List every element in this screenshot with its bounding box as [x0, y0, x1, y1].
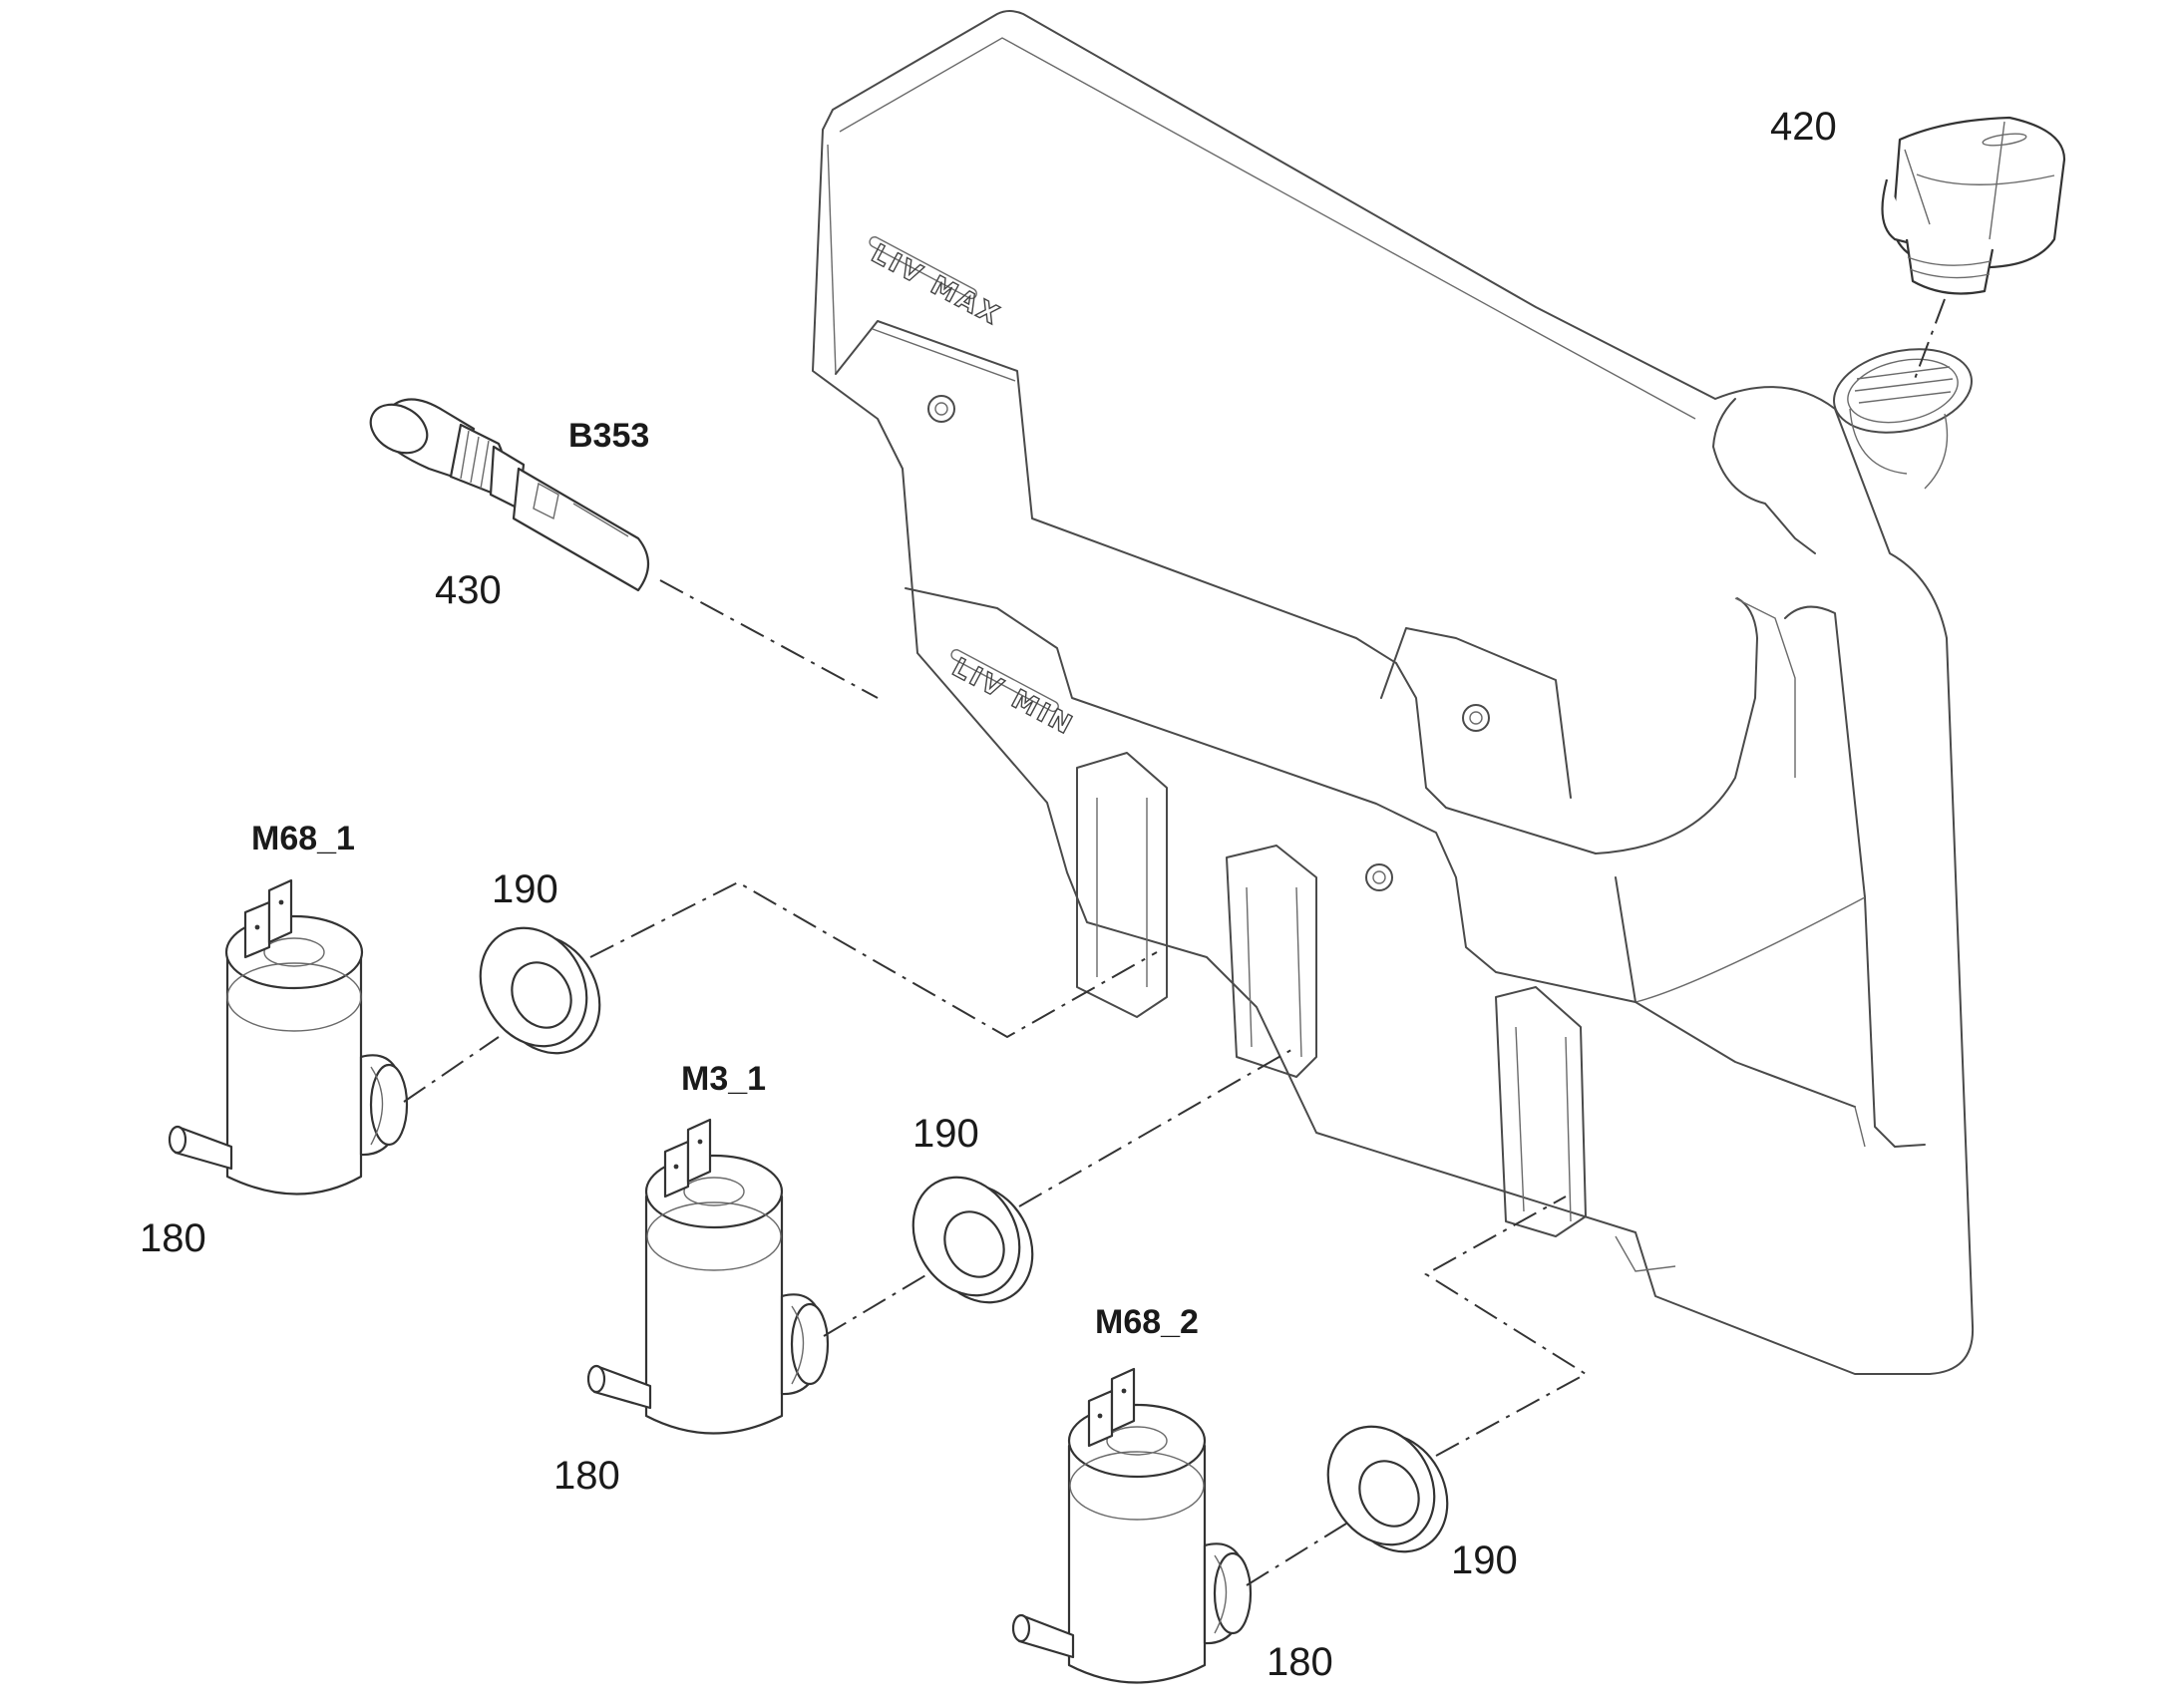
callout-pump3-code: M68_2 — [1095, 1303, 1199, 1341]
leader-sensor — [659, 579, 879, 699]
leader-pump1 — [403, 880, 1158, 1103]
callout-level-sensor-number: 430 — [435, 568, 502, 612]
callout-pump1-code: M68_1 — [251, 820, 355, 857]
callout-pump1-number: 180 — [140, 1216, 206, 1260]
callout-pump2-number: 180 — [553, 1454, 620, 1498]
callout-grommet2: 190 — [912, 1112, 979, 1156]
grommet-2 — [911, 1176, 1034, 1304]
leader-pump3 — [1246, 1196, 1588, 1586]
callout-pump3-number: 180 — [1267, 1640, 1333, 1684]
level-sensor — [369, 398, 650, 592]
callout-filler-cap: 420 — [1770, 105, 1837, 149]
filler-cap — [1881, 116, 2066, 295]
washer-pump-1 — [168, 878, 409, 1196]
washer-reservoir-tank: LIV MAX LIV MIN — [812, 10, 1975, 1375]
mounting-bolt-2 — [1462, 704, 1490, 732]
leader-pump2 — [823, 1046, 1297, 1337]
mounting-bolt-3 — [1365, 863, 1393, 891]
level-min-embossing: LIV MIN — [947, 653, 1079, 742]
leader-cap — [1914, 298, 1946, 380]
level-max-embossing: LIV MAX — [867, 239, 1006, 332]
assembly-leader-lines — [403, 298, 1946, 1586]
callout-pump2-code: M3_1 — [681, 1060, 766, 1098]
callout-level-sensor-code: B353 — [568, 417, 649, 455]
washer-pump-3 — [1011, 1367, 1253, 1684]
grommet-3 — [1326, 1425, 1449, 1553]
washer-pump-2 — [586, 1118, 830, 1435]
callout-grommet3: 190 — [1451, 1538, 1518, 1582]
callout-grommet1: 190 — [492, 867, 558, 911]
mounting-bolt-1 — [927, 395, 955, 423]
grommet-1 — [479, 926, 601, 1055]
